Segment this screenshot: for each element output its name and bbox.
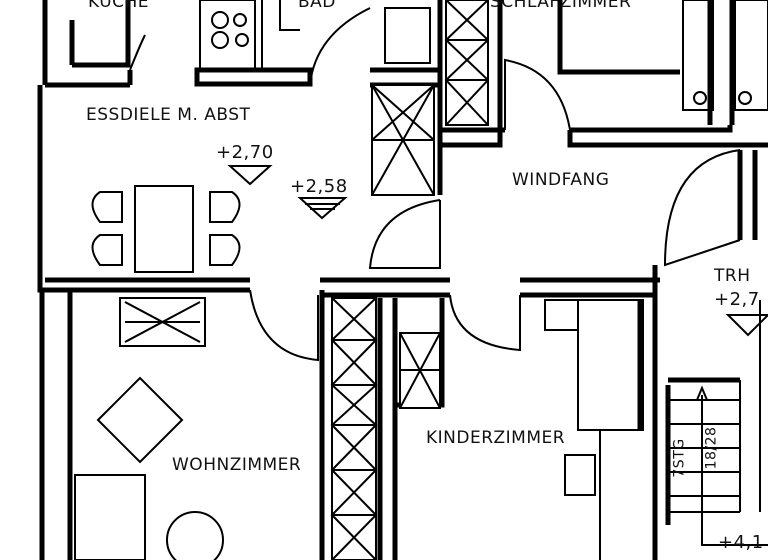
windfang-wall-right [737, 150, 758, 240]
bedroom-door-swing [504, 58, 571, 131]
label-dining-hall: ESSDIELE M. ABST [86, 105, 251, 125]
shaft-column [437, 0, 503, 195]
level-marker-trh [725, 314, 768, 337]
desk [577, 299, 644, 431]
desk-chair [544, 299, 601, 560]
cabinet [384, 7, 431, 64]
level-marker [227, 165, 273, 186]
bedroom-wall [440, 0, 768, 148]
coffee-table [96, 376, 184, 464]
hall-door-swing [368, 199, 441, 269]
dining-chairs [91, 191, 241, 266]
armchair [74, 474, 146, 560]
kitchen-wall [42, 0, 133, 88]
children-door-swing [449, 294, 521, 352]
bath-door-swing [309, 7, 371, 86]
label-living-room: WOHNZIMMER [172, 455, 302, 475]
stair-steps [668, 300, 768, 546]
wardrobe-cross [371, 84, 435, 196]
label-bath: BAD [298, 0, 336, 12]
level-dining: +2,70 [216, 142, 274, 163]
exterior-wall-left [37, 85, 73, 560]
entrance-door-swing [663, 149, 741, 267]
dining-table [134, 185, 194, 273]
wardrobe-hall [331, 297, 377, 560]
level-upper: +4,1 [718, 532, 764, 553]
mid-wall [37, 275, 660, 298]
bath-fixture [261, 0, 300, 70]
label-children-room: KINDERZIMMER [426, 428, 566, 448]
level-stair-hall: +2,7 [714, 289, 760, 310]
shaft-wall [370, 67, 440, 88]
nightstand-right [734, 0, 768, 111]
hall-walls [319, 290, 445, 560]
stair-outline [665, 377, 740, 525]
label-bedroom: SCHLAFZIMMER [490, 0, 632, 12]
stair-ratio-label: 18/28 [703, 426, 720, 470]
level-hall: +2,58 [290, 176, 348, 197]
living-door-swing [249, 289, 319, 362]
kitchen-door-swing [129, 34, 146, 71]
label-stair-hall: TRH [714, 266, 751, 286]
bath-wall [194, 67, 313, 87]
stair-steps-label: 7STG [671, 438, 688, 478]
label-vestibule: WINDFANG [512, 170, 610, 190]
round-table [166, 511, 224, 560]
label-kitchen: KÜCHE [88, 0, 150, 12]
level-marker-hatched [297, 197, 348, 220]
